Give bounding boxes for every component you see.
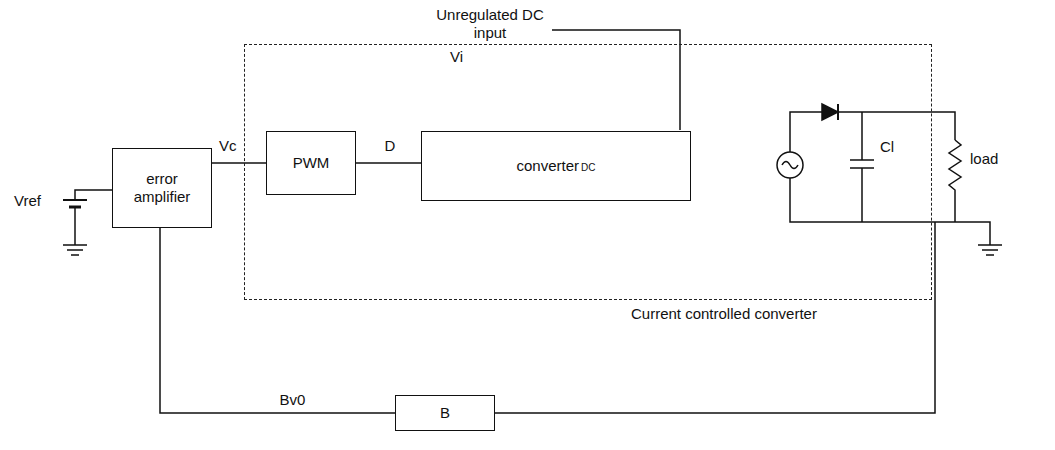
diode-symbol — [822, 104, 838, 120]
control-voltage-connector — [212, 162, 266, 164]
ground-wire — [74, 207, 76, 245]
input-wire — [552, 30, 680, 130]
signal-label: Bv0 — [278, 391, 308, 409]
node-label: B — [440, 404, 450, 422]
reference-voltage-label: Vref — [14, 192, 41, 210]
signal-label: D — [383, 137, 398, 155]
diode-symbol — [837, 104, 839, 120]
battery-plate — [63, 199, 87, 201]
capacitor-label: Cl — [880, 138, 894, 156]
return-rail — [790, 178, 990, 245]
output-rail — [790, 112, 822, 152]
pwm-box: PWM — [266, 131, 356, 195]
node-label: Current controlled converter — [631, 305, 817, 323]
input-voltage-label: Vi — [450, 48, 463, 66]
feedback-sense-wire — [495, 222, 935, 413]
current-source-symbol — [782, 162, 798, 169]
node-label: error amplifier — [121, 170, 203, 206]
reference-wire — [75, 190, 112, 200]
capacitor-symbol — [850, 112, 874, 222]
ground-symbol — [978, 245, 1002, 255]
feedback-connector — [160, 228, 395, 413]
output-rail — [838, 112, 955, 140]
ground-symbol — [63, 245, 87, 255]
current-source-symbol — [777, 152, 803, 178]
signal-label: Vc — [217, 137, 239, 155]
node-label: PWM — [293, 154, 330, 172]
node-label: converter — [517, 157, 580, 175]
source-type-label: DC — [581, 162, 595, 174]
converter-box: converterDC — [421, 131, 691, 201]
feedback-gain-box: B — [395, 395, 495, 431]
load-resistor-symbol — [949, 140, 961, 222]
duty-cycle-connector — [356, 162, 421, 164]
input-label: Unregulated DC input — [430, 6, 550, 42]
load-label: load — [970, 150, 998, 168]
current-controlled-converter-region: Current controlled converterPWMconverter… — [244, 44, 932, 300]
error-amplifier-box: error amplifier — [112, 148, 212, 228]
